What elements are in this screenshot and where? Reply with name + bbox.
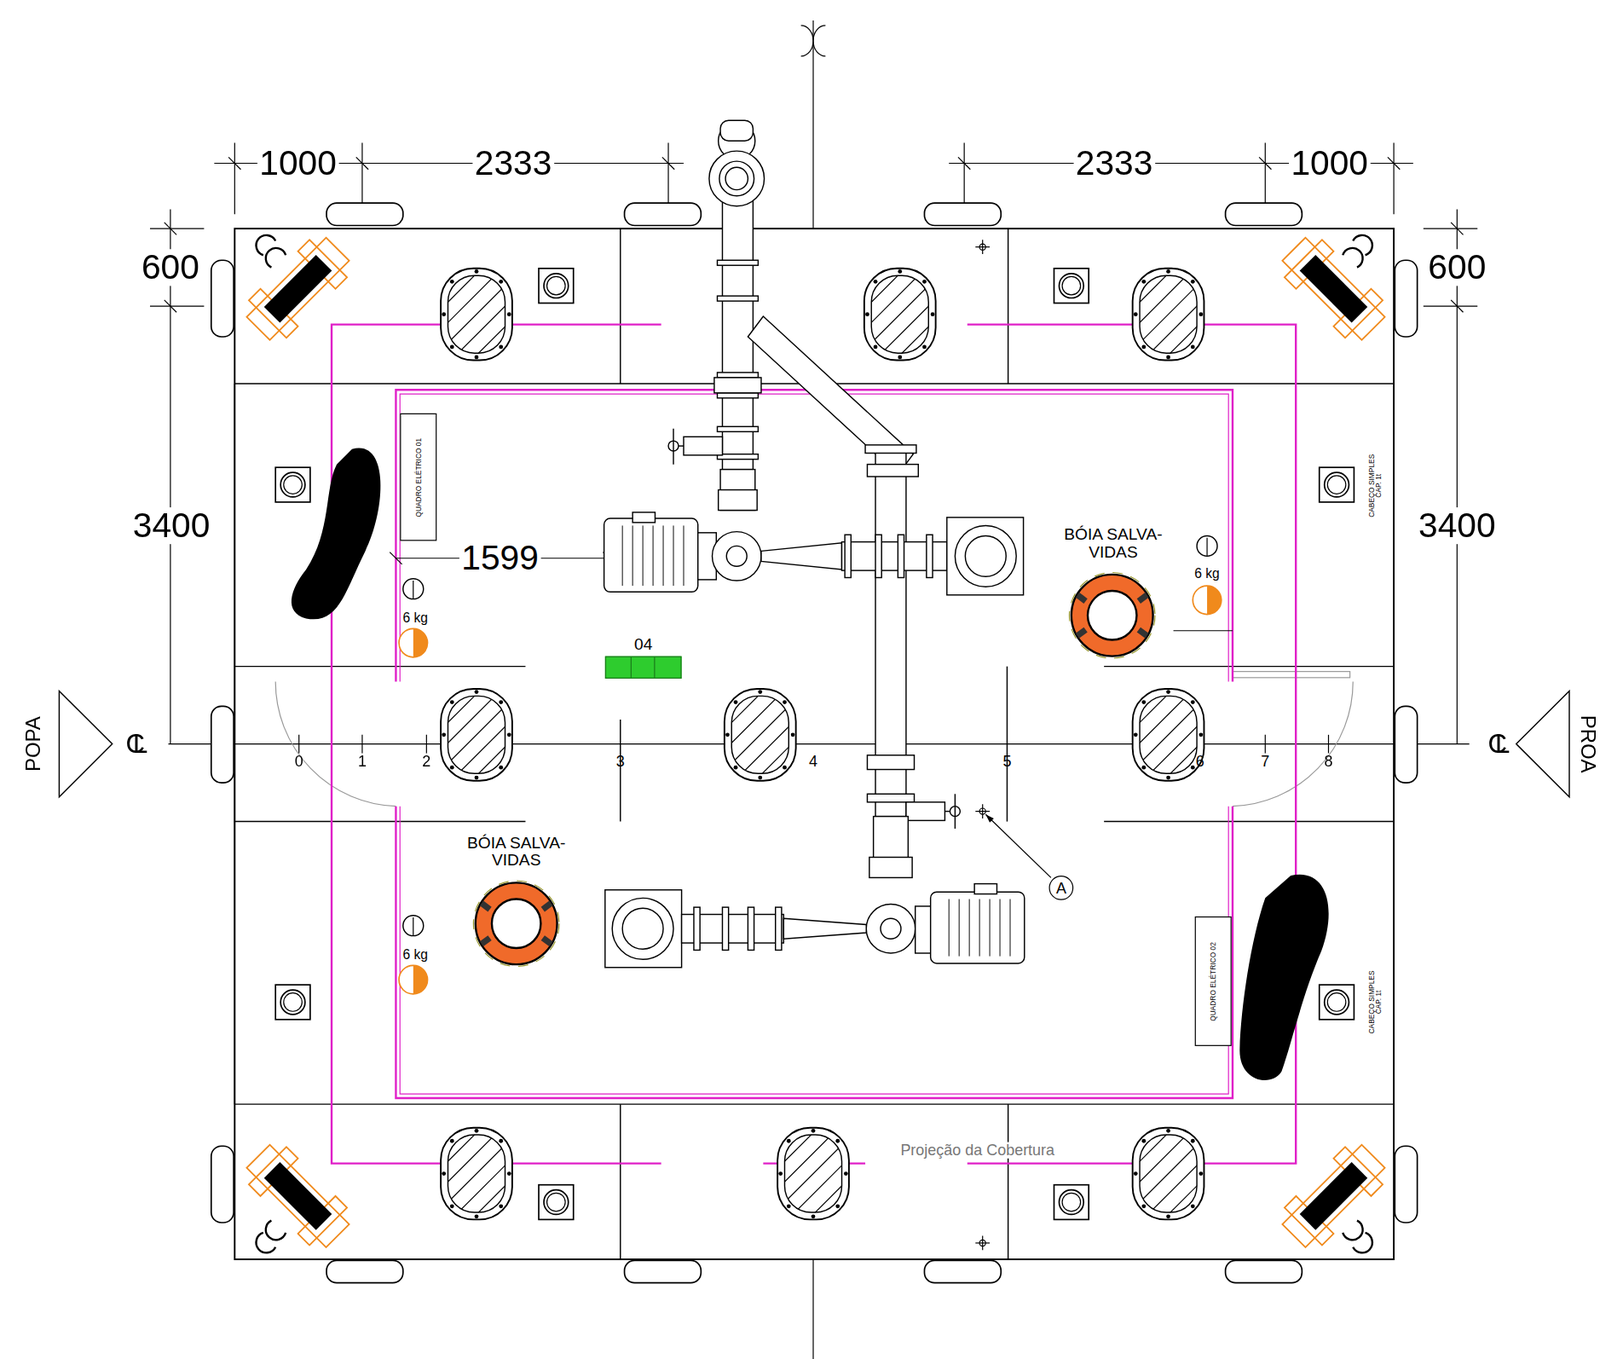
electrical-panel: QUADRO ELÉTRICO 01 — [399, 413, 437, 542]
green-marker: 04 — [605, 656, 682, 679]
centerline-symbol: CL — [1485, 729, 1510, 758]
panel-label: QUADRO ELÉTRICO 02 — [1209, 941, 1217, 1022]
extinguisher-label: 6 kg — [400, 611, 430, 625]
dimension: 3400 — [1416, 507, 1498, 544]
dimension: 2333 — [1073, 144, 1155, 182]
bollard-note: CABEÇO SIMPLES CAP. 1t — [1368, 967, 1384, 1037]
frame-number: 8 — [1322, 753, 1335, 770]
dimension: 2333 — [472, 144, 554, 182]
marker-number: 04 — [634, 635, 653, 655]
dimension: 600 — [139, 248, 203, 286]
centerline-symbol: CL — [123, 729, 148, 758]
dimension: 3400 — [130, 507, 212, 544]
callout-letter: A — [1056, 878, 1067, 896]
frame-number: 6 — [1193, 753, 1207, 770]
bollard-note: CABEÇO SIMPLES CAP. 1t — [1368, 450, 1384, 520]
roof-projection-note: Projeção da Cobertura — [898, 1142, 1057, 1159]
panel-label: QUADRO ELÉTRICO 01 — [415, 437, 422, 517]
extinguisher-label: 6 kg — [1192, 566, 1222, 581]
callout-circle: A — [1049, 875, 1075, 901]
dimension: 600 — [1426, 248, 1489, 286]
frame-number: 5 — [1000, 753, 1014, 770]
lifebuoy-label: BÓIA SALVA-VIDAS — [1047, 526, 1179, 561]
dimension: 1599 — [459, 539, 541, 577]
electrical-panel: QUADRO ELÉTRICO 02 — [1195, 916, 1232, 1046]
frame-number: 1 — [356, 753, 370, 770]
frame-number: 7 — [1259, 753, 1272, 770]
bow-label: PROA — [1576, 712, 1599, 775]
dimension: 1000 — [1288, 144, 1370, 182]
dimension: 1000 — [257, 144, 339, 182]
stern-label: POPA — [23, 714, 45, 775]
marker-divider — [630, 657, 656, 678]
frame-number: 0 — [292, 753, 306, 770]
lifebuoy-label: BÓIA SALVA-VIDAS — [450, 834, 582, 869]
frame-number: 3 — [613, 753, 627, 770]
frame-number: 2 — [420, 753, 434, 770]
extinguisher-label: 6 kg — [400, 947, 430, 962]
frame-number: 4 — [807, 753, 821, 770]
